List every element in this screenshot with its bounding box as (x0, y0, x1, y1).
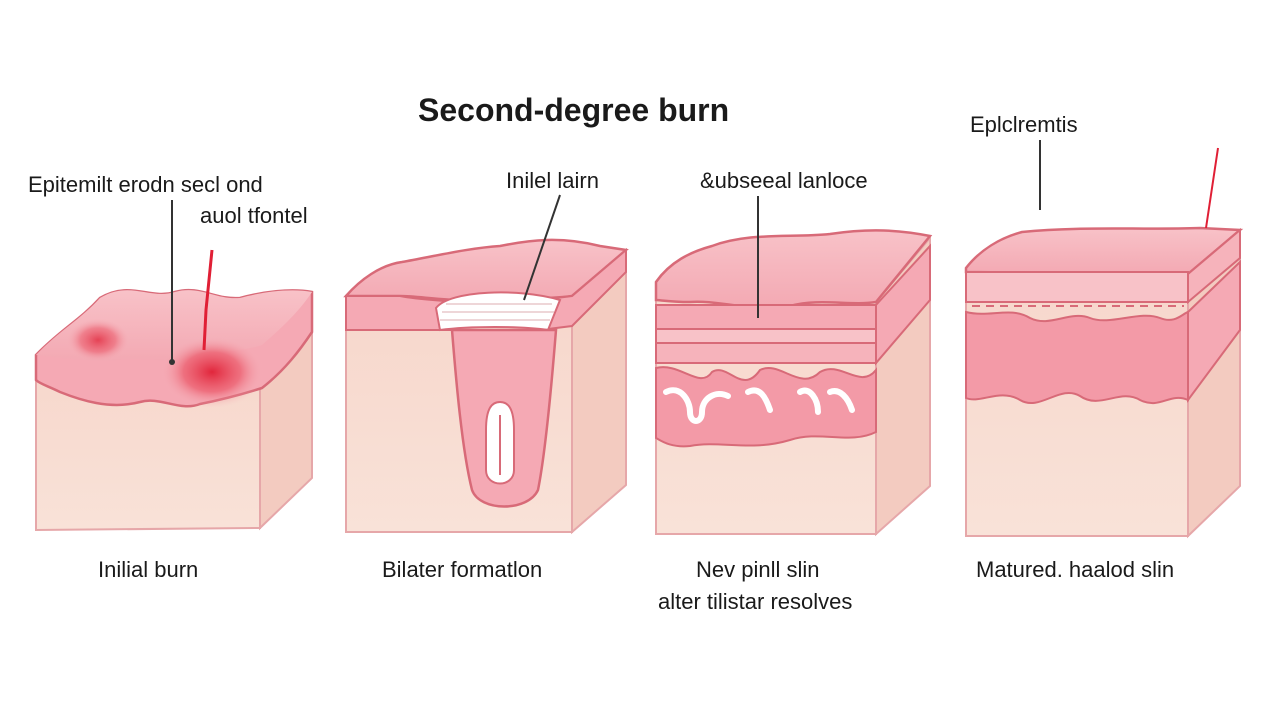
blister-fluid (434, 291, 562, 332)
burn-spot-secondary (66, 318, 130, 362)
annotation-label: Epitemilt erodn secl ond (28, 172, 263, 197)
panel-new-pink-skin (654, 196, 933, 537)
panel-initial-burn (34, 200, 314, 532)
stratum-layer (655, 304, 877, 330)
healed-dermis-side (1187, 259, 1241, 404)
stage-caption: Inilial burn (98, 557, 199, 582)
heat-streak (1205, 147, 1219, 229)
stratum-layer (655, 328, 877, 344)
stage-caption: Bilater formatlon (382, 557, 543, 582)
epidermis-band (965, 271, 1189, 303)
annotation-label: auol tfontel (200, 203, 308, 228)
leader-dot (169, 359, 175, 365)
stage-caption-line-2: alter tilistar resolves (658, 589, 853, 614)
stage-caption: Matured. haalod slin (976, 557, 1175, 582)
burn-spot-main (160, 336, 264, 408)
diagram-title: Second-degree burn (418, 92, 730, 128)
stage-caption-line-1: Nev pinll slin (696, 557, 820, 582)
stratum-layer-side (875, 243, 931, 366)
annotation-label: Inilel lairn (506, 168, 599, 193)
epidermis-band-side (1187, 227, 1241, 305)
stratum-layer (655, 342, 877, 364)
papillae-white (663, 387, 855, 424)
panel-blister-formation (343, 194, 629, 535)
annotation-label: Eplclremtis (970, 112, 1078, 137)
panel-matured-healed-skin (964, 140, 1244, 539)
epidermis-top-surface (654, 229, 933, 309)
epidermis-top-surface (964, 226, 1244, 276)
heat-streak (202, 249, 214, 351)
healed-dermis (965, 310, 1189, 405)
annotation-label: &ubseeal lanloce (700, 168, 868, 193)
leader-line (523, 194, 561, 301)
